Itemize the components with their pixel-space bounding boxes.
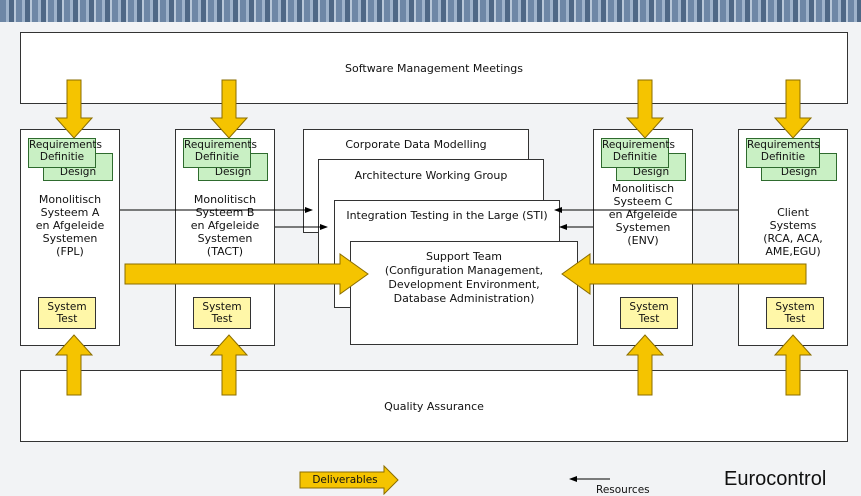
deliverable-arrow-up <box>209 334 249 396</box>
system-label-env: Monolitisch Systeem C en Afgeleide Syste… <box>608 182 678 247</box>
quality-assurance-label: Quality Assurance <box>384 399 484 413</box>
deliverable-arrow-up <box>54 334 94 396</box>
deliverable-arrow-down <box>54 79 94 139</box>
support-team-box: Support Team (Configuration Management, … <box>350 241 578 345</box>
legend-resources-label: Resources <box>596 484 650 496</box>
deliverable-arrow-down <box>209 79 249 139</box>
legend-deliverables-label: Deliverables <box>312 474 378 486</box>
deliverable-arrow-down <box>625 79 665 139</box>
software-management-meetings-box: Software Management Meetings <box>20 32 848 104</box>
quality-assurance-box: Quality Assurance <box>20 370 848 442</box>
eurocontrol-brand: Eurocontrol <box>724 468 827 490</box>
deliverable-arrow-up <box>625 334 665 396</box>
deliverable-arrow-left <box>561 253 807 295</box>
header-banner <box>0 0 861 22</box>
deliverable-arrow-up <box>773 334 813 396</box>
deliverable-arrow-right <box>124 253 369 295</box>
legend-deliverables-arrow <box>299 464 399 495</box>
software-management-meetings-label: Software Management Meetings <box>344 61 524 75</box>
system-label-fpl: Monolitisch Systeem A en Afgeleide Syste… <box>35 193 105 258</box>
system-label-tact: Monolitisch Systeem B en Afgeleide Syste… <box>190 193 260 258</box>
system-label-client: Client Systems (RCA, ACA, AME,EGU) <box>763 206 823 258</box>
deliverable-arrow-down <box>773 79 813 139</box>
